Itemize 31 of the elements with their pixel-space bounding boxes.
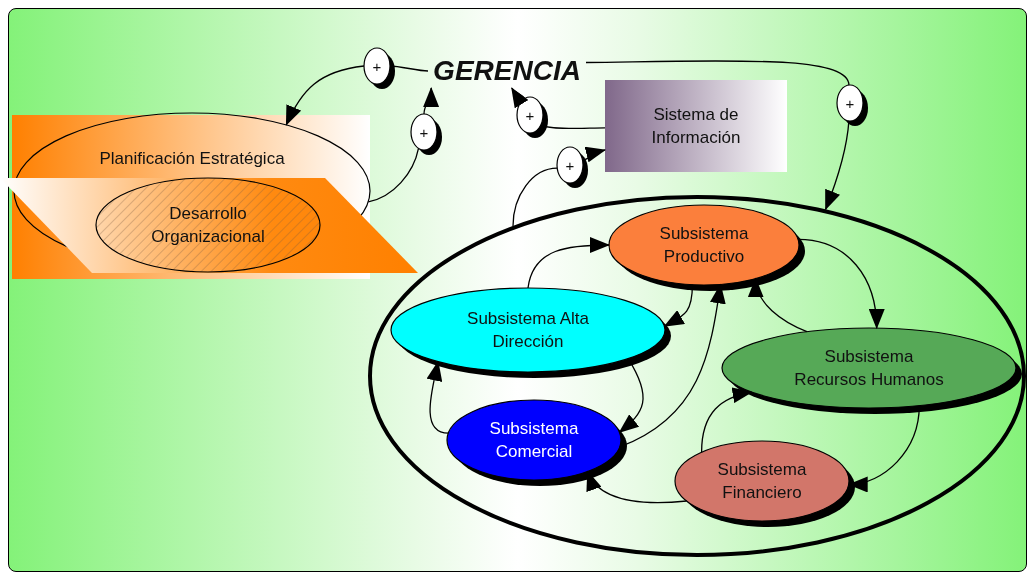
node-label: Subsistema Financiero: [716, 459, 808, 504]
node-label: Subsistema Recursos Humanos: [793, 346, 945, 391]
process-ellipse: [609, 205, 805, 291]
arrow: [527, 237, 610, 289]
node-label: Subsistema Productivo: [658, 223, 750, 268]
process-ellipse: [391, 288, 671, 378]
node-label: Sistema de Información: [650, 104, 742, 149]
node-label: Subsistema Alta Dirección: [466, 308, 590, 353]
arrow: [422, 87, 439, 115]
plus-circle: [557, 147, 589, 189]
process-ellipse: [675, 441, 855, 527]
process-box: [605, 80, 787, 172]
arrow: [285, 65, 365, 126]
plus-circle: [837, 85, 869, 127]
node-label: Desarrollo Organizacional: [150, 203, 266, 248]
heading-label: GERENCIA: [433, 54, 581, 88]
plus-circle: [411, 114, 443, 156]
node-label: +: [845, 93, 855, 114]
node-label: +: [372, 56, 382, 77]
hatched-ellipse: [96, 178, 320, 272]
plus-circle: [517, 97, 549, 139]
node-label: Subsistema Comercial: [488, 418, 580, 463]
node-label: Planificación Estratégica: [98, 147, 286, 170]
plus-circle: [364, 48, 396, 90]
system-boundary-ellipse: [368, 195, 1026, 557]
node-label: +: [565, 155, 575, 176]
node-label: +: [525, 105, 535, 126]
node-label: +: [419, 122, 429, 143]
process-ellipse: [722, 328, 1022, 414]
process-ellipse: [447, 400, 627, 486]
arrow: [511, 87, 530, 109]
